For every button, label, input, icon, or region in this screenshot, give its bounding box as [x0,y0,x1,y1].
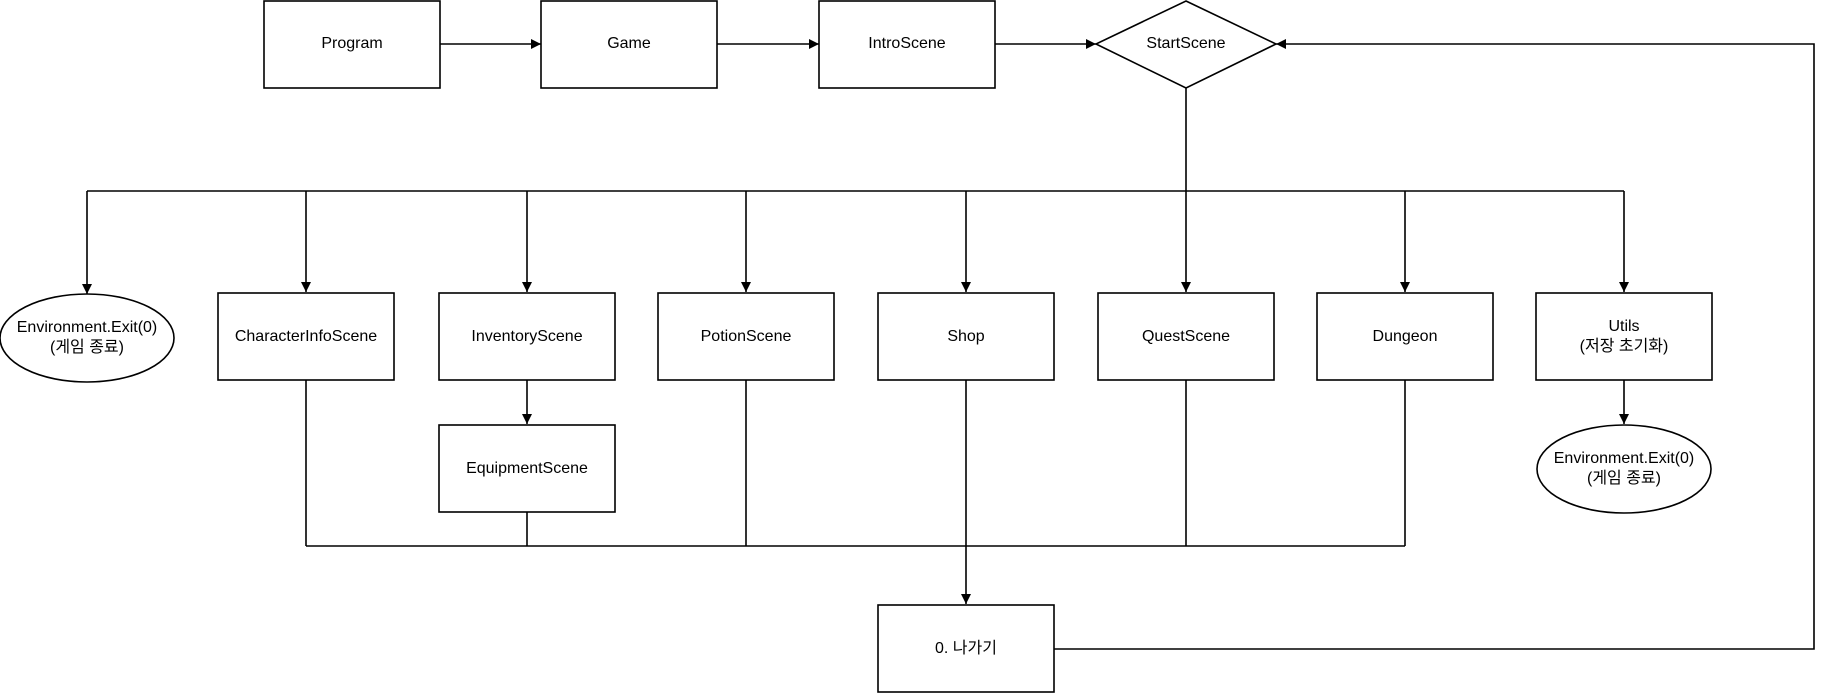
node-introscene: IntroScene [818,0,996,89]
node-utils-line2: (저장 초기화) [1580,337,1669,355]
edges [82,39,1815,650]
node-questscene: QuestScene [1097,292,1275,381]
node-game-label: Game [607,35,651,52]
node-shop-label: Shop [947,328,984,345]
node-dungeon-label: Dungeon [1373,328,1438,345]
node-program-label: Program [321,35,382,52]
node-inventoryscene-label: InventoryScene [471,328,582,345]
node-potionscene-label: PotionScene [701,328,792,345]
node-questscene-label: QuestScene [1142,328,1230,345]
node-startscene-label: StartScene [1146,35,1225,52]
node-program: Program [263,0,441,89]
node-exit-right-line2: (게임 종료) [1587,469,1661,487]
node-introscene-label: IntroScene [868,35,945,52]
node-utils: Utils (저장 초기화) [1535,292,1713,381]
nodes: Program Game IntroScene StartScene Envir… [0,0,1713,693]
node-potionscene: PotionScene [657,292,835,381]
node-exit-right: Environment.Exit(0) (게임 종료) [1536,424,1712,514]
node-goback-label: 0. 나가기 [935,639,997,657]
node-exit-right-line1: Environment.Exit(0) [1554,450,1695,467]
node-inventoryscene: InventoryScene [438,292,616,381]
node-exit-left-line1: Environment.Exit(0) [17,319,158,336]
node-characterinfoscene-label: CharacterInfoScene [235,328,377,345]
node-utils-line1: Utils [1608,318,1639,335]
edge-goback-startscene [1054,39,1815,650]
node-characterinfoscene: CharacterInfoScene [217,292,395,381]
node-dungeon: Dungeon [1316,292,1494,381]
node-startscene: StartScene [1094,0,1278,89]
node-equipmentscene: EquipmentScene [438,424,616,513]
node-shop: Shop [877,292,1055,381]
node-equipmentscene-label: EquipmentScene [466,460,588,477]
node-exit-left: Environment.Exit(0) (게임 종료) [0,293,175,383]
node-game: Game [540,0,718,89]
node-exit-left-line2: (게임 종료) [50,338,124,356]
node-goback: 0. 나가기 [877,604,1055,693]
